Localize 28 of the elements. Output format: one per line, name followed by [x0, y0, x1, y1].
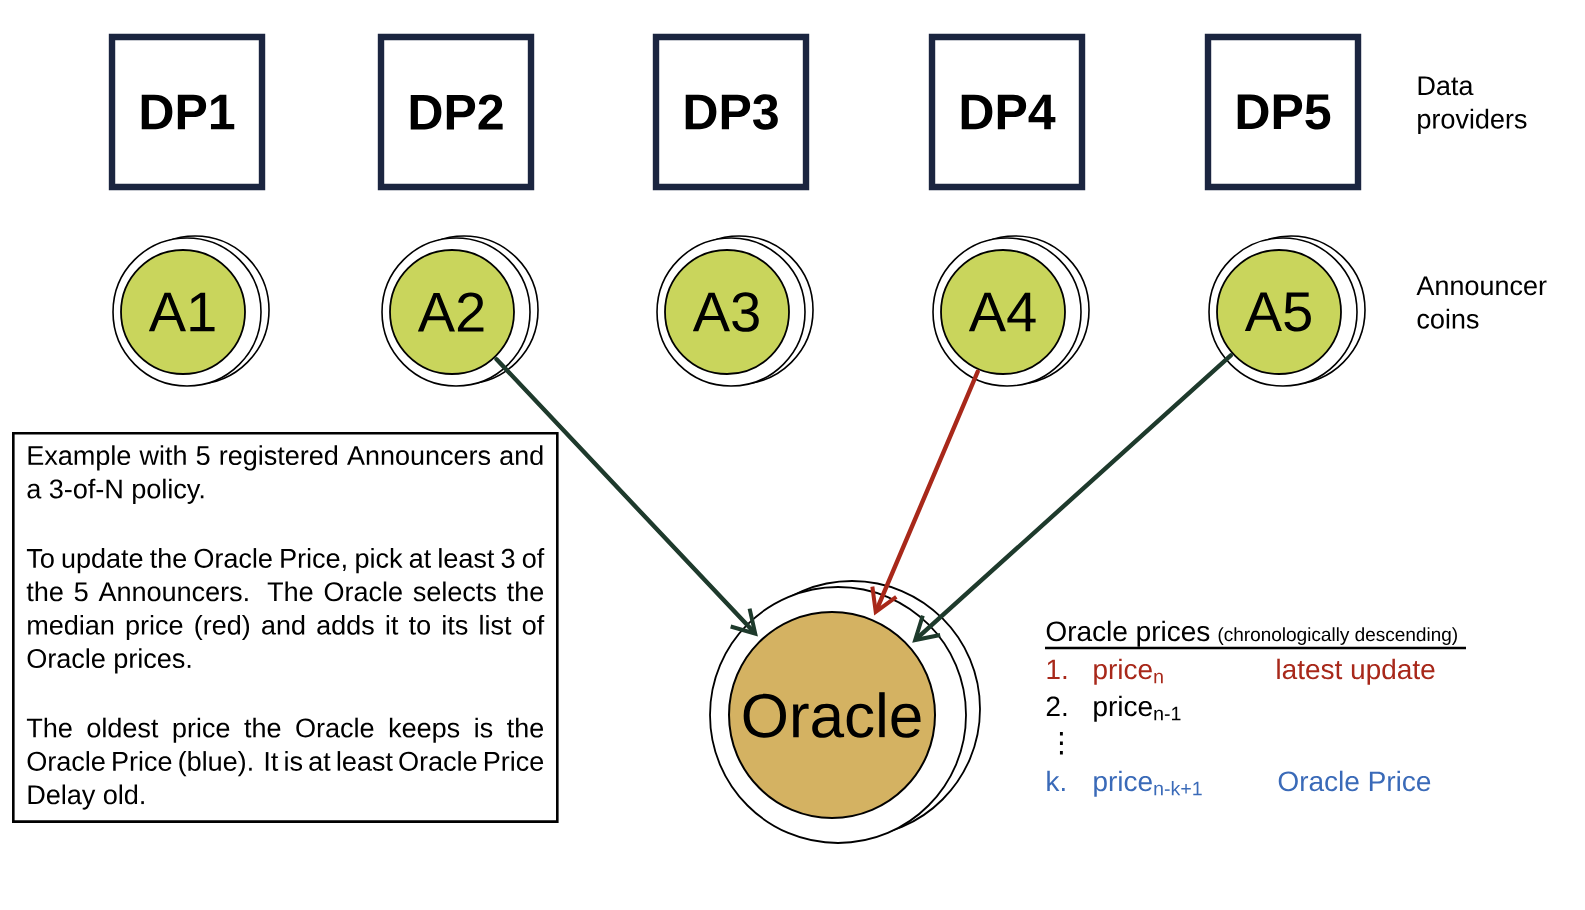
coin: A4	[932, 235, 1090, 387]
note-box: Example with 5 registered Announcers and a 3-of-N policy. To update the Oracle Price, pick at least 3 of the 5 Announcers. The Oracle selects the median price (red) and adds it to its list of Oracle prices. The oldest price the Oracle keeps is the Oracle Price (blue). It is at least Oracle Price Delay old.	[12, 432, 559, 823]
coin: Oracle	[709, 580, 981, 844]
coin: A1	[112, 235, 270, 387]
row-label: Data providers	[1418, 76, 1527, 134]
list-heading: Oracle prices	[1046, 620, 1210, 647]
coin: A5	[1208, 235, 1366, 387]
list-number: k.	[1047, 770, 1065, 791]
arrow	[494, 357, 758, 637]
price-item: price$_{n}$	[1094, 658, 1163, 685]
arrow	[912, 353, 1233, 643]
provider-box: DP2	[377, 33, 535, 191]
price-note: Oracle Price	[1278, 770, 1431, 792]
provider-box: DP5	[1204, 33, 1362, 191]
row-label: Announcer coins	[1416, 276, 1547, 329]
ellipsis: ⋮	[1059, 732, 1063, 755]
coin: A3	[656, 235, 814, 387]
price-item: price$_{n-1}$	[1094, 695, 1181, 722]
provider-box: DP3	[652, 33, 810, 191]
price-item: price$_{n-k+1}$	[1094, 770, 1202, 797]
list-note: (chronologically descending)	[1218, 627, 1457, 645]
price-note: latest update	[1277, 658, 1435, 685]
provider-box: DP4	[928, 33, 1086, 191]
list-number: 2.	[1046, 696, 1067, 716]
coin: A2	[381, 235, 539, 387]
arrow	[870, 369, 980, 616]
list-number: 1.	[1047, 659, 1067, 679]
provider-box: DP1	[108, 33, 266, 191]
